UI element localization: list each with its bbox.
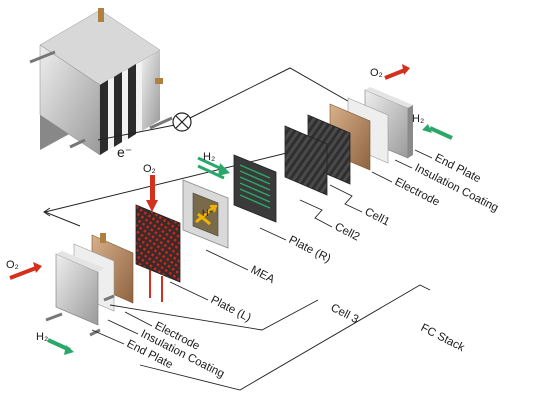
assembled-stack xyxy=(29,8,173,156)
plate-left-red xyxy=(135,204,181,283)
o2-arrow-top-right: O₂ xyxy=(370,64,410,80)
h2-arrow-top-right: H₂ xyxy=(412,113,453,140)
label-mea: MEA xyxy=(249,264,277,286)
o2-label-left: O₂ xyxy=(6,259,19,271)
label-cell2: Cell2 xyxy=(333,221,362,244)
o2-arrow-left: O₂ xyxy=(6,259,42,280)
mea: H⁺ xyxy=(182,179,229,249)
h2-arrow-bottom-left: H₂ xyxy=(36,331,74,355)
h2-arrow-middle: H₂ xyxy=(197,151,230,180)
o2-arrow-middle: O₂ xyxy=(143,163,158,212)
h2-label-middle: H₂ xyxy=(203,151,215,163)
electron-label: e⁻ xyxy=(117,144,132,160)
red-out-arrows xyxy=(149,270,163,302)
h-plus-label: H⁺ xyxy=(202,208,213,218)
end-plate-left xyxy=(45,251,115,337)
cell2-green-mea xyxy=(233,154,277,223)
leader-lines xyxy=(91,149,433,391)
label-fc-stack: FC Stack xyxy=(419,322,467,354)
label-cell1: Cell1 xyxy=(363,206,392,229)
h2-label-top-right: H₂ xyxy=(412,113,424,125)
label-cell3: Cell 3 xyxy=(329,302,361,326)
cell1-plates xyxy=(284,114,351,196)
o2-label-middle: O₂ xyxy=(143,163,156,175)
stack-layers xyxy=(100,50,160,155)
o2-label-top-right: O₂ xyxy=(370,67,383,79)
h2-label-bottom-left: H₂ xyxy=(36,331,48,343)
label-plate-r: Plate (R) xyxy=(287,234,333,265)
label-plate-l: Plate (L) xyxy=(209,294,253,325)
